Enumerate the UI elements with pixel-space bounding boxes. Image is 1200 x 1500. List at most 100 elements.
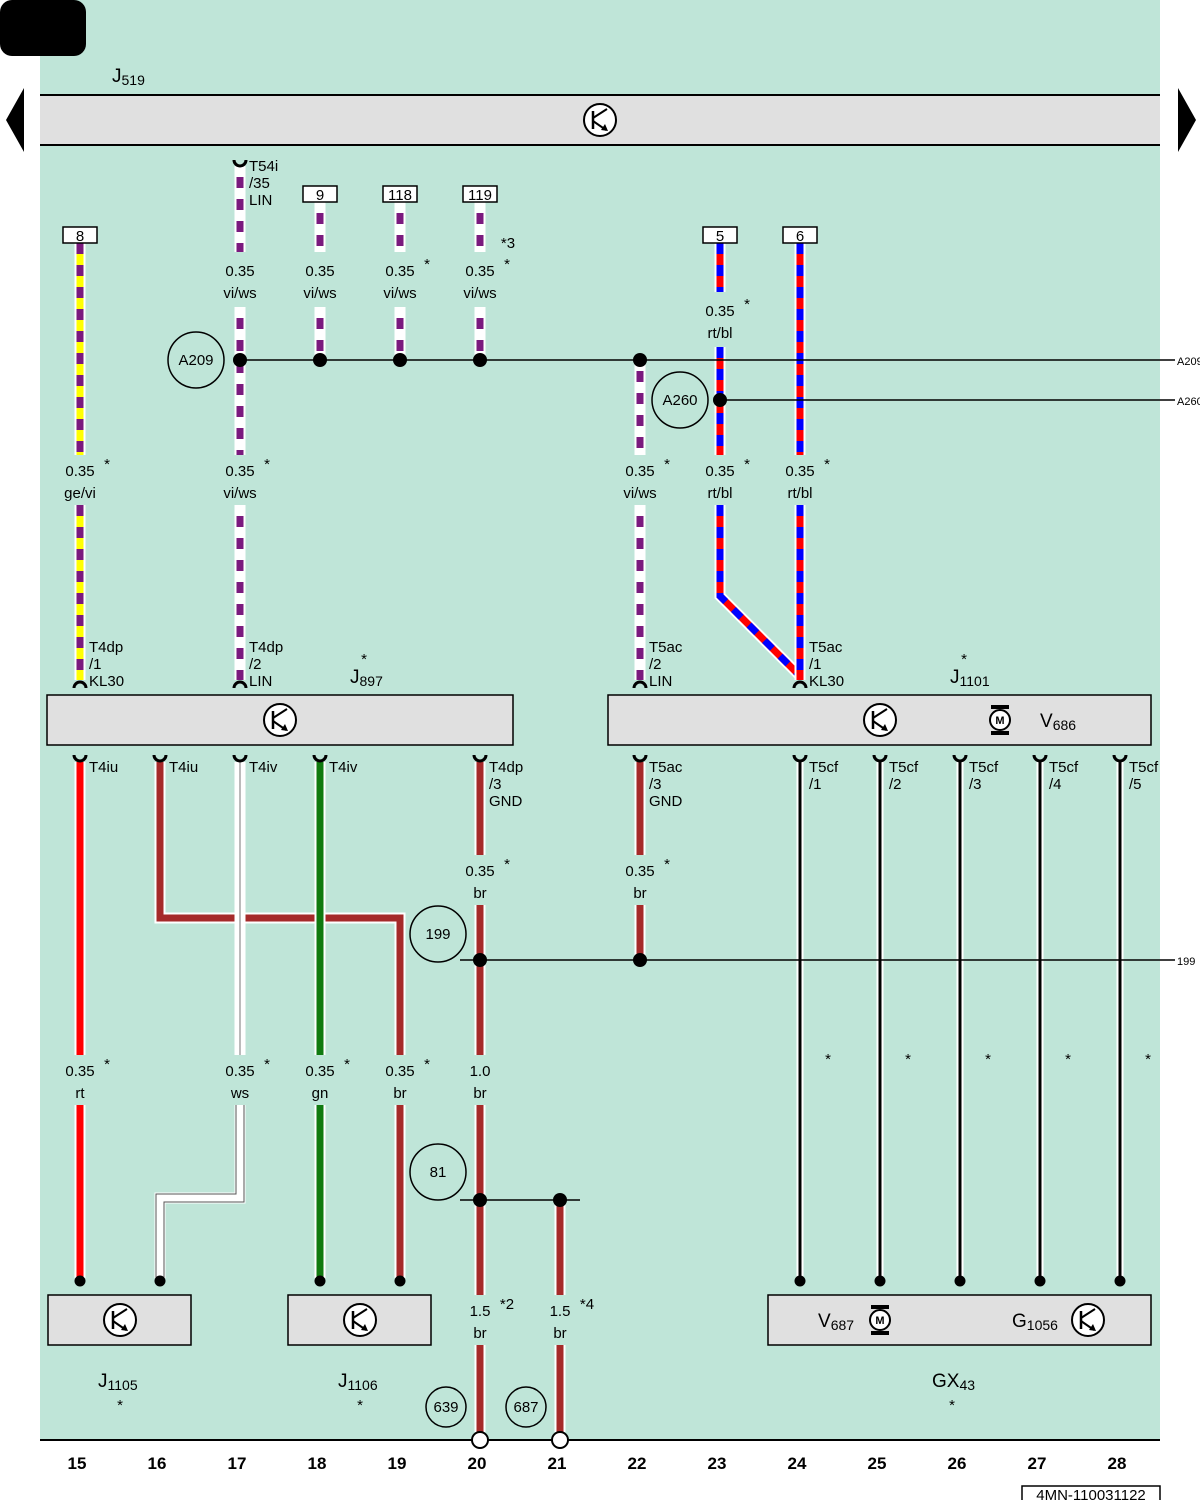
wire-color-w20d: br <box>473 1085 486 1102</box>
module-bottom-pin-icon-880 <box>872 754 888 763</box>
splice-node-81-b <box>553 1193 567 1207</box>
wire-color-w18d: gn <box>312 1085 329 1102</box>
ref-199: 199 <box>1177 956 1195 968</box>
module-j897-star: * <box>361 651 367 668</box>
pin-bottom-1040-1: /4 <box>1049 776 1062 793</box>
wire-size-w18d: 0.35 <box>305 1063 334 1080</box>
col-star-1: * <box>905 1051 911 1068</box>
wire-star-w20e: *2 <box>500 1296 514 1313</box>
module-pin-dot-1120 <box>1114 1275 1126 1287</box>
module-j1105-transistor-icon-arrow <box>121 1324 128 1331</box>
wire-star-w17b: * <box>264 456 270 473</box>
ref-circle-687-label: 687 <box>513 1399 538 1416</box>
wire-star-w20a: * <box>504 256 510 273</box>
pin-top-800-2: KL30 <box>809 673 844 690</box>
ref-circle-199-label: 199 <box>425 926 450 943</box>
col-star-2: * <box>985 1051 991 1068</box>
wire-color-w22b: vi/ws <box>623 485 656 502</box>
wire-star-w17d: * <box>264 1056 270 1073</box>
motor-v686-icon-letter: M <box>995 715 1004 727</box>
module-j1105-transistor-icon <box>103 1303 137 1337</box>
module-top-pin-icon-640 <box>632 680 648 689</box>
connector-8 <box>62 226 98 244</box>
ground-point-639[interactable] <box>471 1431 489 1449</box>
module-j1106-transistor-icon-collector <box>352 1308 368 1319</box>
pin-top-80-2: KL30 <box>89 673 124 690</box>
sensor-g1056-transistor-icon <box>1071 1303 1105 1337</box>
motor-v686-icon: M <box>989 705 1011 735</box>
motor-v687-label: V687 <box>818 1311 854 1333</box>
col-star-0: * <box>825 1051 831 1068</box>
ref-circle-a209 <box>167 331 225 389</box>
module-bottom-pin-icon-80 <box>72 754 88 763</box>
motor-v686-label: V686 <box>1040 711 1076 733</box>
pin-bottom-240-0: T4iv <box>249 759 278 776</box>
module-j1105-star: * <box>117 1397 123 1414</box>
wire-color-w17d: ws <box>230 1085 249 1102</box>
ref-circle-a260 <box>651 371 709 429</box>
column-number-17: 17 <box>228 1454 247 1473</box>
pin-top-800-1: /1 <box>809 656 822 673</box>
wire-size-w22b: 0.35 <box>625 463 654 480</box>
column-number-19: 19 <box>388 1454 407 1473</box>
wire-star-w23a: * <box>744 296 750 313</box>
pin-bottom-480-2: GND <box>489 793 523 810</box>
module-gx43-label: GX43 <box>932 1371 975 1393</box>
column-number-20: 20 <box>468 1454 487 1473</box>
splice-node-199-b <box>633 953 647 967</box>
sensor-g1056-transistor-icon-collector <box>1080 1308 1096 1319</box>
wire-color-w24b: rt/bl <box>787 485 812 502</box>
column-number-15: 15 <box>68 1454 87 1473</box>
module-j1106-transistor-icon <box>343 1303 377 1337</box>
module-pin-dot-960 <box>954 1275 966 1287</box>
pin-bottom-880-0: T5cf <box>889 759 919 776</box>
module-j1101-transistor-icon-arrow <box>881 724 888 731</box>
pin-bottom-640-1: /3 <box>649 776 662 793</box>
ref-circle-687 <box>505 1386 547 1428</box>
column-number-22: 22 <box>628 1454 647 1473</box>
module-pin-dot-800 <box>794 1275 806 1287</box>
connector-119-label: 119 <box>468 187 492 204</box>
wire-size-w17d: 0.35 <box>225 1063 254 1080</box>
wire-star-w19d: * <box>424 1056 430 1073</box>
ground-point-687[interactable] <box>551 1431 569 1449</box>
module-bottom-pin-icon-1120 <box>1112 754 1128 763</box>
wire-color-w15d: rt <box>75 1085 85 1102</box>
unit-j519-label: J519 <box>112 66 145 88</box>
wire-17-bottom-edge-a <box>163 1105 245 1278</box>
motor-v687-icon: M <box>869 1305 891 1335</box>
wire-color-w21e: br <box>553 1325 566 1342</box>
wire-size-w24b: 0.35 <box>785 463 814 480</box>
module-bottom-pin-icon-160 <box>152 754 168 763</box>
wire-color-w19a: vi/ws <box>383 285 416 302</box>
wire-star-w20c: * <box>504 856 510 873</box>
module-pin-dot-320 <box>314 1275 326 1287</box>
motor-v686-icon-cap-bottom <box>991 731 1009 735</box>
ref-circle-639 <box>425 1386 467 1428</box>
wire-size-w19d: 0.35 <box>385 1063 414 1080</box>
wire-star-w21e: *4 <box>580 1296 594 1313</box>
module-pin-dot-1040 <box>1034 1275 1046 1287</box>
module-top-pin-icon-240 <box>232 680 248 689</box>
wire-color-w18a: vi/ws <box>303 285 336 302</box>
wire-color-w19d: br <box>393 1085 406 1102</box>
column-number-18: 18 <box>308 1454 327 1473</box>
module-bottom-pin-icon-800 <box>792 754 808 763</box>
next-page-arrow-icon[interactable] <box>1178 88 1196 152</box>
column-number-16: 16 <box>148 1454 167 1473</box>
connector-9-label: 9 <box>316 187 324 204</box>
wire-size-w18a: 0.35 <box>305 263 334 280</box>
wire-color-w17a: vi/ws <box>223 285 256 302</box>
wire-size-w23a: 0.35 <box>705 303 734 320</box>
pin-top-80-1: /1 <box>89 656 102 673</box>
column-number-23: 23 <box>708 1454 727 1473</box>
module-j1106-star: * <box>357 1397 363 1414</box>
previous-page-arrow-icon[interactable] <box>6 88 24 152</box>
wire-color-w20e: br <box>473 1325 486 1342</box>
module-j1106-label: J1106 <box>338 1371 378 1393</box>
module-j897-transistor-icon <box>263 703 297 737</box>
connector-119 <box>462 185 498 203</box>
connector-118-label: 118 <box>388 187 412 204</box>
pin-bottom-640-0: T5ac <box>649 759 683 776</box>
module-j1101-label: J1101 <box>950 667 990 689</box>
